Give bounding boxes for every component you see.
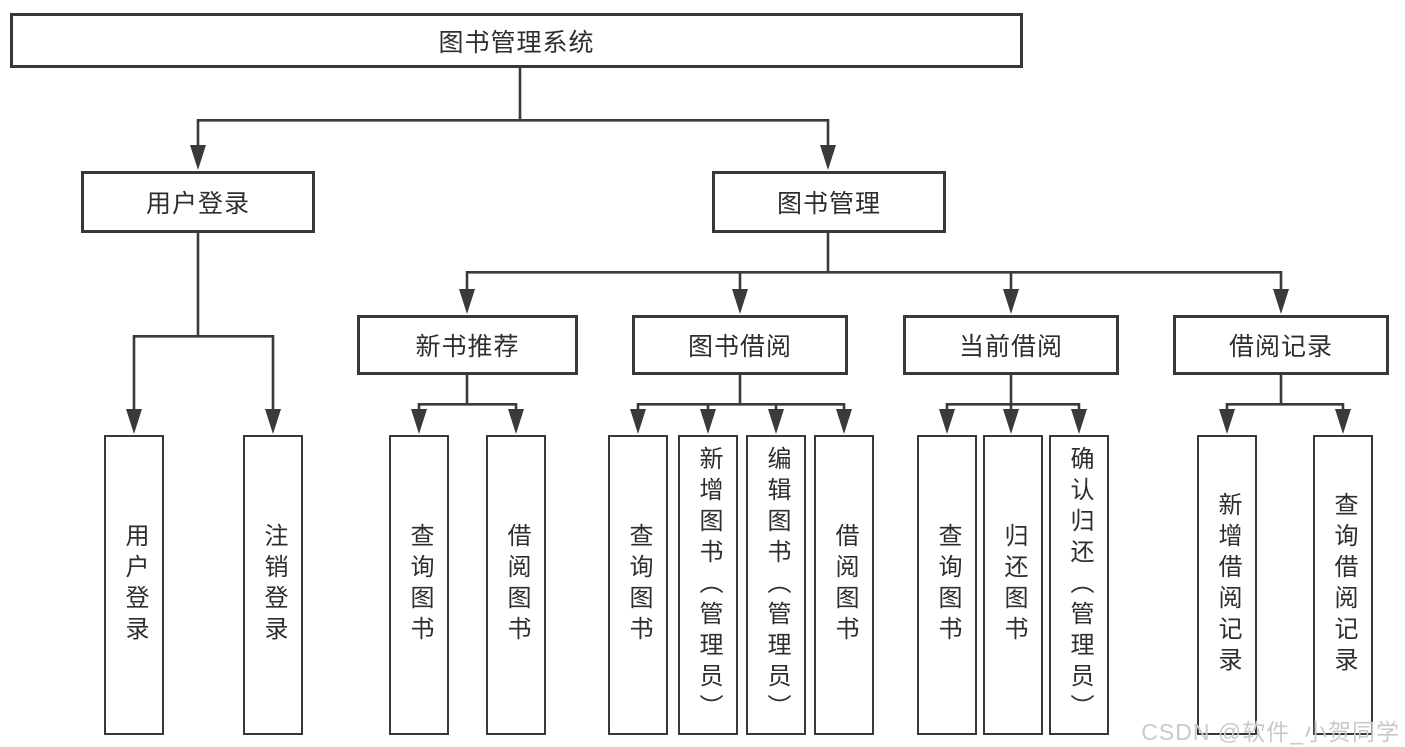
leaf-return-books: 归还图书 <box>983 435 1043 735</box>
leaf-borrow-books-2: 借阅图书 <box>814 435 874 735</box>
leaf-user-login: 用户登录 <box>104 435 164 735</box>
node-book-management-label: 图书管理 <box>776 190 881 218</box>
edge-book-management-to-level3 <box>459 233 1289 314</box>
edge-new-book-to-leaves <box>411 375 524 434</box>
leaf-confirm-return-admin: 确认归还（管理员） <box>1049 435 1109 735</box>
node-borrow-record-label: 借阅记录 <box>1228 333 1333 361</box>
node-current-borrow-label: 当前借阅 <box>958 333 1063 361</box>
leaf-query-borrow-record-label: 查询借阅记录 <box>1330 492 1357 678</box>
edge-borrow-record-to-leaves <box>1219 375 1351 434</box>
leaf-add-borrow-record-label: 新增借阅记录 <box>1214 492 1241 678</box>
leaf-confirm-return-admin-label: 确认归还（管理员） <box>1066 445 1093 725</box>
edge-current-borrow-to-leaves <box>939 375 1087 434</box>
leaf-borrow-books-1: 借阅图书 <box>486 435 546 735</box>
leaf-query-books-2: 查询图书 <box>608 435 668 735</box>
node-root-system: 图书管理系统 <box>10 13 1023 68</box>
csdn-watermark: CSDN @软件_小贺同学 <box>1141 719 1400 745</box>
leaf-edit-book-admin-label: 编辑图书（管理员） <box>763 445 790 725</box>
edge-user-login-to-leaves <box>126 233 281 434</box>
leaf-user-login-label: 用户登录 <box>121 523 148 647</box>
node-book-management: 图书管理 <box>712 171 946 233</box>
node-new-book-recommend: 新书推荐 <box>357 315 578 375</box>
leaf-query-books-2-label: 查询图书 <box>625 523 652 647</box>
leaf-query-borrow-record: 查询借阅记录 <box>1313 435 1373 735</box>
leaf-query-books-3: 查询图书 <box>917 435 977 735</box>
node-new-book-recommend-label: 新书推荐 <box>415 333 520 361</box>
leaf-logout: 注销登录 <box>243 435 303 735</box>
leaf-add-book-admin-label: 新增图书（管理员） <box>695 445 722 725</box>
leaf-edit-book-admin: 编辑图书（管理员） <box>746 435 806 735</box>
node-root-system-label: 图书管理系统 <box>438 28 595 57</box>
leaf-add-book-admin: 新增图书（管理员） <box>678 435 738 735</box>
leaf-borrow-books-1-label: 借阅图书 <box>503 523 530 647</box>
leaf-logout-label: 注销登录 <box>260 523 287 647</box>
node-book-borrow: 图书借阅 <box>632 315 848 375</box>
leaf-return-books-label: 归还图书 <box>1000 523 1027 647</box>
node-book-borrow-label: 图书借阅 <box>687 333 792 361</box>
leaf-add-borrow-record: 新增借阅记录 <box>1197 435 1257 735</box>
node-borrow-record: 借阅记录 <box>1173 315 1389 375</box>
leaf-query-books-3-label: 查询图书 <box>934 523 961 647</box>
node-current-borrow: 当前借阅 <box>903 315 1119 375</box>
leaf-query-books-1-label: 查询图书 <box>406 523 433 647</box>
leaf-query-books-1: 查询图书 <box>389 435 449 735</box>
edge-book-borrow-to-leaves <box>630 375 852 434</box>
edge-root-to-level2 <box>190 68 836 170</box>
node-user-login: 用户登录 <box>81 171 315 233</box>
node-user-login-label: 用户登录 <box>145 190 250 218</box>
leaf-borrow-books-2-label: 借阅图书 <box>831 523 858 647</box>
